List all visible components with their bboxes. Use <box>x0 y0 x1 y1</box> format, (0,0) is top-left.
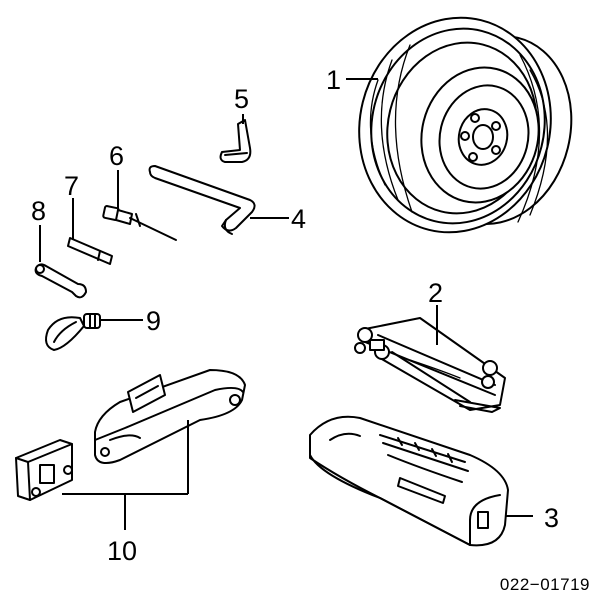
tool-tray-part <box>309 415 509 547</box>
callout-8: 8 <box>31 196 46 226</box>
tool-holder-part <box>15 369 246 501</box>
callout-7: 7 <box>64 171 79 201</box>
leader-lines <box>39 78 533 530</box>
callout-6: 6 <box>109 141 124 171</box>
spare-wheel-part <box>358 16 573 234</box>
towing-hook-part <box>45 313 101 351</box>
callout-2: 2 <box>428 278 443 308</box>
callout-3: 3 <box>544 503 559 533</box>
handle-bar-part <box>67 237 113 265</box>
callout-5: 5 <box>234 84 249 114</box>
open-wrench-part <box>34 263 87 299</box>
callout-9: 9 <box>146 306 161 336</box>
bolt-part <box>102 205 177 241</box>
wheel-wrench-part <box>148 165 256 235</box>
diagram-code: 022−01719 <box>500 575 590 594</box>
clip-part <box>219 119 252 163</box>
jack-part <box>354 317 506 413</box>
callout-1: 1 <box>326 65 341 95</box>
callout-4: 4 <box>291 204 306 234</box>
callout-10: 10 <box>107 536 137 566</box>
